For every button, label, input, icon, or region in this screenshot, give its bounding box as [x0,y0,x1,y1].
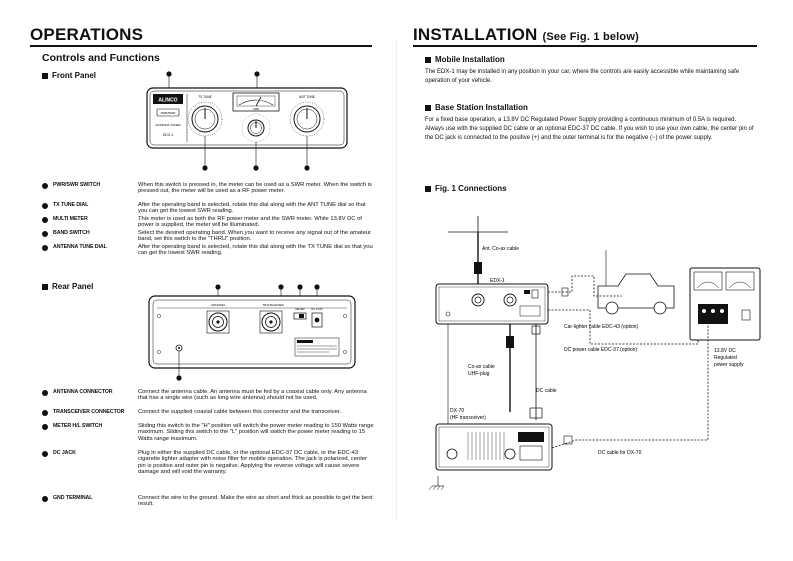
page-title-installation: INSTALLATION (See Fig. 1 below) [413,25,639,44]
section-title-controls: Controls and Functions [42,52,160,64]
connections-diagram: Ant. Co-ax cable EDX-1 Co-ax cable UHF-p… [428,216,761,491]
svg-text:Ant. Co-ax cable: Ant. Co-ax cable [482,246,519,252]
heading-front-panel: Front Panel [42,71,96,80]
edx1-unit [435,283,549,325]
svg-text:DC power cable EDC-37 (option): DC power cable EDC-37 (option) [564,347,637,353]
svg-text:DX-70: DX-70 [450,408,464,414]
heading-mobile-installation: Mobile Installation [425,55,505,64]
car-lighter-cable [548,275,622,297]
svg-text:Car-lighter cable EDC-43 (opti: Car-lighter cable EDC-43 (option) [564,324,639,330]
title-rule [30,45,372,47]
svg-text:UHF-plug: UHF-plug [468,371,490,377]
svg-text:ANT TUNE: ANT TUNE [299,95,315,99]
brand-logo: ALINCO [158,98,177,104]
svg-text:DC cable for DX-70: DC cable for DX-70 [598,450,642,456]
dc-power-cable [548,309,712,345]
svg-text:EDX-1: EDX-1 [163,133,173,137]
operations-page: OPERATIONS Controls and Functions Front … [30,25,374,508]
dc-cable-dx70 [551,324,709,449]
svg-text:Co-ax cable: Co-ax cable [468,364,495,370]
svg-text:power supply: power supply [714,362,744,368]
svg-text:ANTENNA TUNER: ANTENNA TUNER [155,123,181,127]
svg-text:METER: METER [295,307,304,311]
page-gutter [396,40,397,520]
svg-text:(HF transceiver): (HF transceiver) [450,415,486,421]
svg-text:ANTENNA: ANTENNA [211,303,225,307]
rear-panel-diagram: ANTENNA TRANSCEIVER METER DC 13.8V [148,284,356,381]
front-panel-diagram: ALINCO PWR/SWR ANTENNA TUNER EDX-1 TX TU… [146,71,348,171]
svg-text:TRANSCEIVER: TRANSCEIVER [262,303,284,307]
base-station-text: For a fixed base operation, a 13.8V DC R… [425,117,754,141]
title-rule [413,45,757,47]
page-title-operations: OPERATIONS [30,25,144,44]
svg-text:DC cable: DC cable [536,388,557,394]
mobile-installation-text: The EDX-1 may be installed in any positi… [425,69,740,84]
installation-page: INSTALLATION (See Fig. 1 below) Mobile I… [397,0,793,561]
svg-text:Regulated: Regulated [714,355,737,361]
heading-rear-panel: Rear Panel [42,282,93,291]
svg-text:DC 13.8V: DC 13.8V [311,307,323,311]
heading-base-station-installation: Base Station Installation [425,103,528,112]
svg-text:13.8V DC: 13.8V DC [714,348,736,354]
dx70-transceiver [435,423,553,471]
heading-fig-connections: Fig. 1 Connections [425,184,507,193]
svg-text:SWR: SWR [253,107,259,111]
svg-text:EDX-1: EDX-1 [490,278,505,284]
svg-text:TX TUNE: TX TUNE [198,95,212,99]
multi-meter [232,92,280,112]
svg-text:PWR/SWR: PWR/SWR [161,111,177,115]
